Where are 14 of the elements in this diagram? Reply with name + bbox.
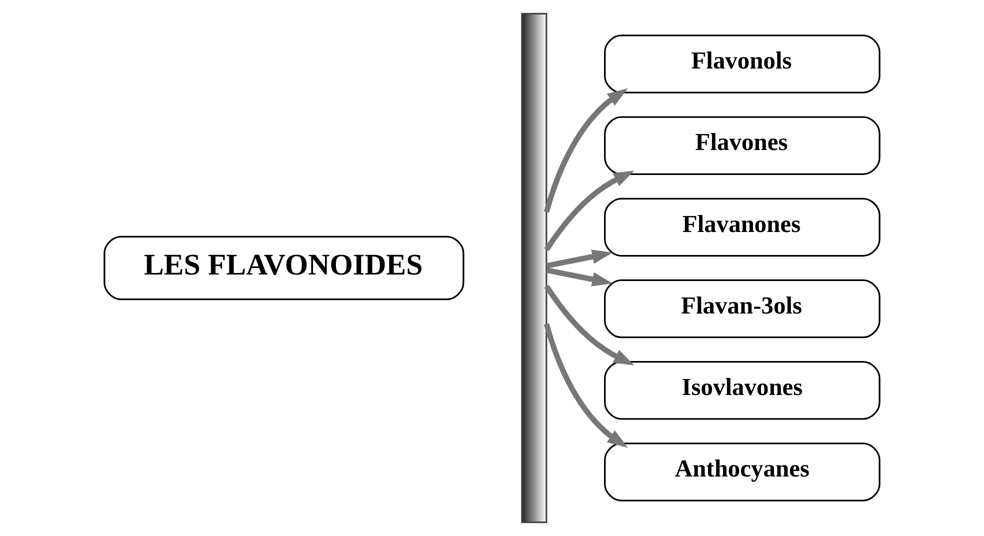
arrow: [544, 284, 634, 366]
node-box: Isovlavones: [604, 361, 880, 420]
arrow: [546, 268, 613, 286]
node-box: Flavanones: [604, 198, 880, 257]
node-box: Anthocyanes: [604, 442, 880, 502]
node-box: Flavonols: [604, 34, 880, 94]
arrow: [544, 170, 634, 252]
arrow: [546, 250, 613, 268]
node-bar: [521, 12, 548, 524]
node-box: Flavan-3ols: [604, 279, 880, 338]
arrow: [544, 323, 628, 448]
arrow: [544, 88, 628, 213]
node-box: Flavones: [604, 116, 880, 175]
node-box: LES FLAVONOIDES: [104, 236, 464, 300]
